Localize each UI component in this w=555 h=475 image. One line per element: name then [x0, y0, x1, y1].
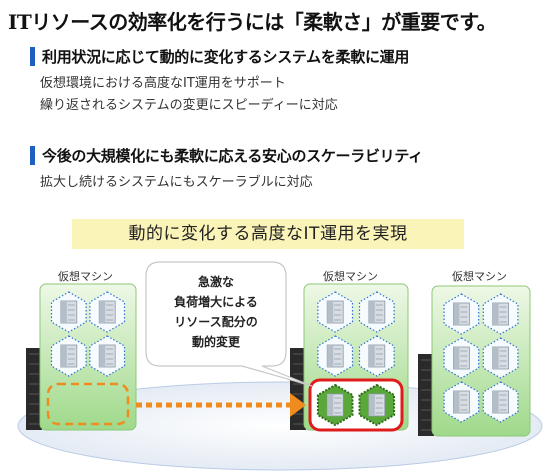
- section-heading-text: 利用状況に応じて動的に変化するシステムを柔軟に運用: [42, 48, 410, 66]
- vm-group: [418, 285, 531, 437]
- server-icon: [98, 300, 116, 324]
- resource-hex: [358, 291, 395, 333]
- server-icon: [492, 302, 510, 326]
- section-item: 仮想環境における高度なIT運用をサポート: [40, 76, 286, 91]
- callout-bubble: [145, 261, 313, 387]
- resource-hex: [89, 335, 126, 377]
- callout-line: リソース配分の: [174, 315, 258, 329]
- server-icon: [368, 344, 386, 368]
- callout-line: 動的変更: [191, 335, 240, 349]
- section-scalability: 今後の大規模化にも柔軟に応える安心のスケーラビリティ 拡大し続けるシステムにもス…: [30, 145, 423, 194]
- section-marker-bar: [30, 146, 35, 165]
- server-icon: [60, 300, 78, 324]
- server-icon: [452, 302, 470, 326]
- server-icon: [326, 344, 344, 368]
- resource-hex: [482, 337, 519, 379]
- section-heading: 今後の大規模化にも柔軟に応える安心のスケーラビリティ: [30, 145, 423, 166]
- page-title: ITリソースの効率化を行うには「柔軟さ」が重要です。: [8, 10, 497, 34]
- callout-line: 負荷増大による: [174, 295, 258, 309]
- migration-arrow: [136, 393, 306, 417]
- section-flexible-operation: 利用状況に応じて動的に変化するシステムを柔軟に運用 仮想環境における高度なIT運…: [30, 46, 409, 117]
- rack-icon: [418, 354, 434, 436]
- resource-hex: [50, 335, 87, 377]
- resource-hex: [317, 335, 354, 377]
- empty-slot: [46, 382, 130, 426]
- server-icon: [452, 390, 470, 414]
- resource-hex: [443, 381, 480, 423]
- rack-icon: [26, 348, 42, 430]
- server-icon: [368, 393, 386, 417]
- section-item: 繰り返されるシステムの変更にスピーディーに対応: [40, 98, 338, 113]
- section-marker-bar: [30, 47, 35, 66]
- server-icon: [452, 346, 470, 370]
- resource-hex: [482, 381, 519, 423]
- resource-hex: [317, 291, 354, 333]
- section-heading: 利用状況に応じて動的に変化するシステムを柔軟に運用: [30, 46, 409, 67]
- server-icon: [368, 300, 386, 324]
- allocated-resource-hex: [316, 383, 354, 427]
- vm-label: 仮想マシン: [452, 270, 507, 283]
- resource-hex: [50, 291, 87, 333]
- section-item: 拡大し続けるシステムにもスケーラブルに対応: [40, 175, 313, 190]
- callout-text: 急激な 負荷増大による リソース配分の 動的変更: [150, 272, 282, 352]
- server-icon: [492, 390, 510, 414]
- resource-hex: [443, 293, 480, 335]
- vm-label: 仮想マシン: [323, 270, 378, 283]
- resource-hex: [358, 335, 395, 377]
- server-icon: [60, 344, 78, 368]
- resource-hex: [482, 293, 519, 335]
- server-icon: [326, 393, 344, 417]
- vm-group: [290, 283, 409, 432]
- resource-hex: [443, 337, 480, 379]
- vm-label: 仮想マシン: [58, 270, 113, 283]
- banner: 動的に変化する高度なIT運用を実現: [72, 219, 464, 249]
- server-icon: [326, 300, 344, 324]
- callout-line: 急激な: [197, 275, 234, 289]
- server-icon: [492, 346, 510, 370]
- server-icon: [98, 344, 116, 368]
- allocated-resource-hex: [358, 383, 396, 427]
- resource-hex: [89, 291, 126, 333]
- section-heading-text: 今後の大規模化にも柔軟に応える安心のスケーラビリティ: [42, 147, 423, 165]
- vm-group: [26, 283, 137, 431]
